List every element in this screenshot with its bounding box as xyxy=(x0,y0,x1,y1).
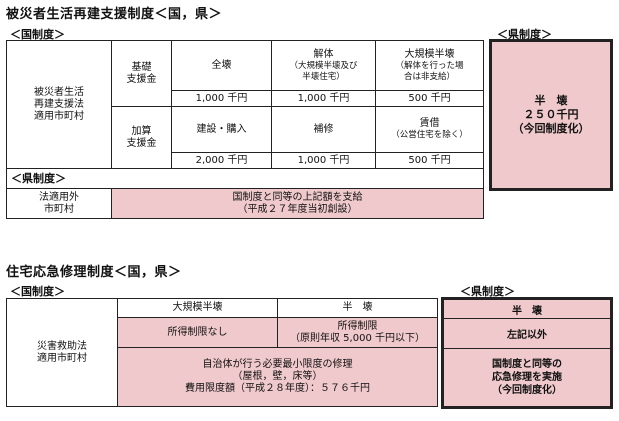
support-grant-table: 被災者生活 再建支援法 適用市町村 基礎 支援金 全壊 解体 （大規模半壊及び … xyxy=(6,40,484,219)
income-limit-cell: 所得制限 （原則年収 5,000 千円以下） xyxy=(277,317,438,348)
section2-pref-panel-tag: ＜県制度＞ xyxy=(460,285,515,298)
no-income-limit-cell: 所得制限なし xyxy=(117,317,278,348)
section1-pref-panel-tag: ＜県制度＞ xyxy=(497,28,552,41)
value-demolition: 1,000 千円 xyxy=(271,90,376,107)
header-repair: 補修 xyxy=(271,106,376,153)
header-construction-purchase: 建設・購入 xyxy=(171,106,272,153)
repair-description-cell: 自治体が行う必要最小限度の修理 （屋根，壁，床等） 費用限度額（平成２８年度）：… xyxy=(117,347,438,407)
basic-grant-label: 基礎 支援金 xyxy=(111,40,172,107)
value-total-loss: 1,000 千円 xyxy=(171,90,272,107)
value-repair: 1,000 千円 xyxy=(271,152,376,169)
pref-row-emergency-repair: 国制度と同等の 応急修理を実施 （今回制度化） xyxy=(444,349,610,406)
header-rental: 賃借 （公営住宅を除く） xyxy=(375,106,484,153)
section1-prefecture-tag: ＜県制度＞ xyxy=(11,171,66,185)
non-applicable-support-text: 国制度と同等の上記額を支給 （平成２７年度当初創設） xyxy=(111,188,484,219)
value-rental: 500 千円 xyxy=(375,152,484,169)
header-demolition: 解体 （大規模半壊及び 半壊住宅） xyxy=(271,40,376,91)
prefecture-repair-panel: 半 壊 左記以外 国制度と同等の 応急修理を実施 （今回制度化） xyxy=(441,297,613,409)
section2-title: 住宅応急修理制度＜国，県＞ xyxy=(6,265,182,280)
pref-row-other: 左記以外 xyxy=(444,319,610,349)
non-applicable-municipality-label: 法適用外 市町村 xyxy=(6,188,112,219)
section1-title: 被災者生活再建支援制度＜国，県＞ xyxy=(6,7,223,22)
value-construction-purchase: 2,000 千円 xyxy=(171,152,272,169)
disaster-relief-municipality-label: 災害救助法 適用市町村 xyxy=(6,298,118,407)
header-half-destruction-2: 半 壊 xyxy=(277,298,438,318)
value-large-half-destruction: 500 千円 xyxy=(375,90,484,107)
prefecture-half-destruction-panel: 半 壊 ２５０千円 （今回制度化） xyxy=(489,39,613,191)
pref-row-half-destruction: 半 壊 xyxy=(444,300,610,319)
emergency-repair-table: 災害救助法 適用市町村 大規模半壊 半 壊 所得制限なし 所得制限 （原則年収 … xyxy=(6,298,438,407)
header-large-half-destruction-2: 大規模半壊 xyxy=(117,298,278,318)
added-grant-label: 加算 支援金 xyxy=(111,106,172,169)
section2-national-tag: ＜国制度＞ xyxy=(10,285,65,298)
applicable-municipality-label: 被災者生活 再建支援法 適用市町村 xyxy=(6,40,112,169)
section1-national-tag: ＜国制度＞ xyxy=(10,28,65,41)
header-total-loss: 全壊 xyxy=(171,40,272,91)
header-large-half-destruction: 大規模半壊 （解体を行った場 合は非支給） xyxy=(375,40,484,91)
